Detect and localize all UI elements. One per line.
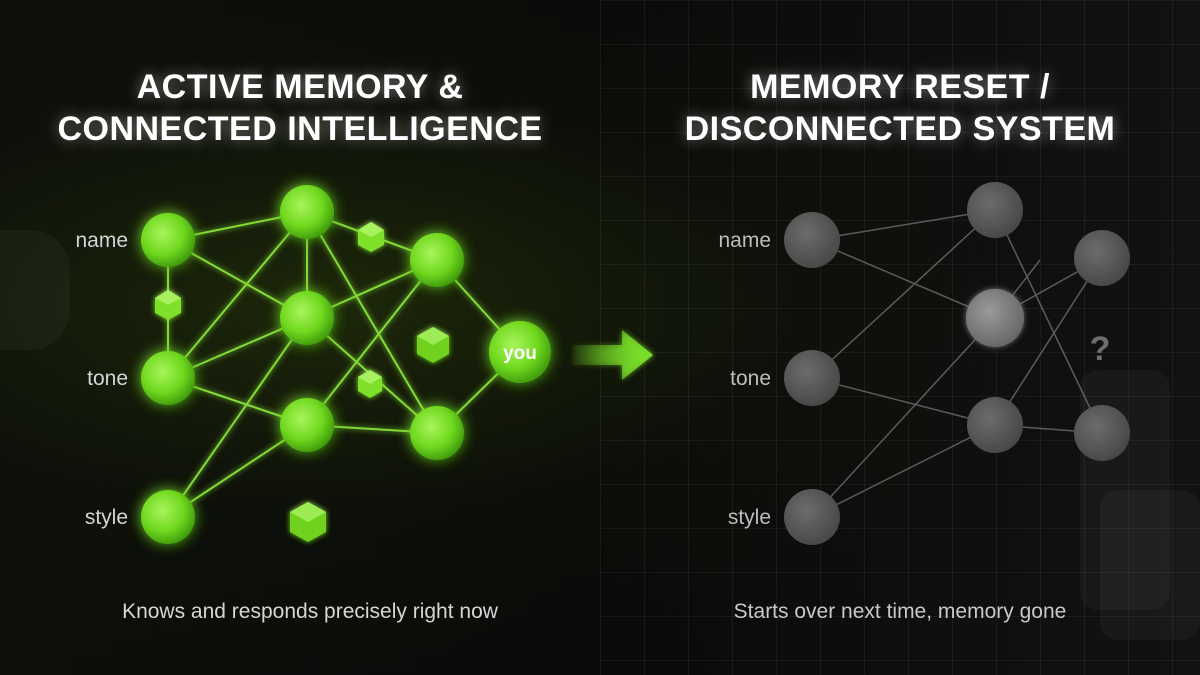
right-network-edges [811, 209, 1103, 518]
hidden-node [280, 185, 334, 239]
right-label-name: name [718, 229, 771, 252]
hidden-node-faded [1074, 405, 1130, 461]
right-label-tone: tone [730, 367, 771, 390]
hidden-node-faded [1074, 230, 1130, 286]
cube-icon [358, 222, 384, 252]
hidden-node-faded [967, 182, 1023, 238]
node-style-faded [784, 489, 840, 545]
right-label-style: style [727, 506, 771, 529]
left-panel-caption: Knows and responds precisely right now [122, 600, 498, 623]
node-name-faded [784, 212, 840, 268]
cube-icon [155, 290, 181, 320]
edge [811, 424, 996, 518]
left-label-style: style [84, 506, 128, 529]
right-title-line1: MEMORY RESET / [750, 68, 1050, 106]
hidden-node-faded [966, 289, 1024, 347]
edge [167, 317, 308, 518]
left-panel-title: ACTIVE MEMORY & CONNECTED INTELLIGENCE [0, 66, 600, 150]
output-node-label: you [503, 343, 537, 364]
hidden-node-faded [967, 397, 1023, 453]
hidden-node [280, 291, 334, 345]
edge [994, 257, 1103, 426]
edge [167, 424, 308, 518]
node-name [141, 213, 195, 267]
edge [811, 209, 996, 379]
output-node-you [489, 321, 551, 383]
edge [167, 211, 308, 379]
right-panel-caption: Starts over next time, memory gone [733, 600, 1067, 623]
cube-icon [417, 327, 449, 363]
edge [811, 377, 996, 426]
node-tone [141, 351, 195, 405]
node-style [141, 490, 195, 544]
left-memory-cubes [155, 222, 449, 542]
edge [994, 209, 1103, 434]
right-panel-title: MEMORY RESET / DISCONNECTED SYSTEM [600, 66, 1200, 150]
edge [306, 211, 438, 434]
edge [306, 259, 438, 426]
edge [811, 209, 996, 241]
edge [811, 239, 996, 319]
right-title-line2: DISCONNECTED SYSTEM [684, 110, 1116, 148]
transition-arrow-icon [572, 330, 653, 380]
right-network-nodes [784, 182, 1130, 545]
edge [811, 317, 996, 518]
left-network-edges [167, 211, 521, 518]
cube-icon [290, 502, 326, 542]
left-label-name: name [75, 229, 128, 252]
cube-icon [358, 370, 382, 398]
background-grid [600, 0, 1200, 675]
hidden-node [410, 233, 464, 287]
unknown-question-icon: ? [1090, 330, 1111, 368]
hidden-node [280, 398, 334, 452]
hidden-node [410, 406, 464, 460]
left-label-tone: tone [87, 367, 128, 390]
left-network-nodes [141, 185, 551, 544]
left-title-line2: CONNECTED INTELLIGENCE [57, 110, 543, 148]
node-tone-faded [784, 350, 840, 406]
left-title-line1: ACTIVE MEMORY & [136, 68, 464, 106]
